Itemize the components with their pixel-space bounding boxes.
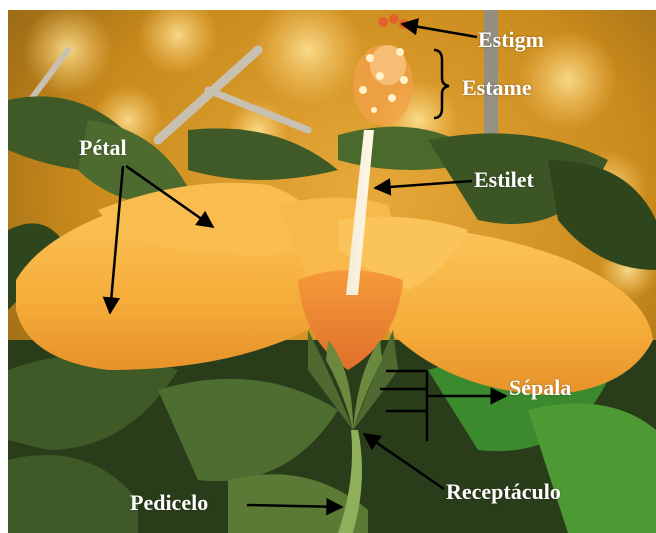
label-stamen: Estame [462,77,532,99]
label-stigma: Estigm [478,29,544,51]
hibiscus-flower-photo [8,10,656,533]
stamen-cluster [353,45,413,125]
label-pedicel: Pedicelo [130,492,208,514]
label-style: Estilet [474,169,534,191]
label-sepal: Sépala [509,377,571,399]
label-petal: Pétal [79,137,127,159]
label-receptacle: Receptáculo [446,481,561,503]
